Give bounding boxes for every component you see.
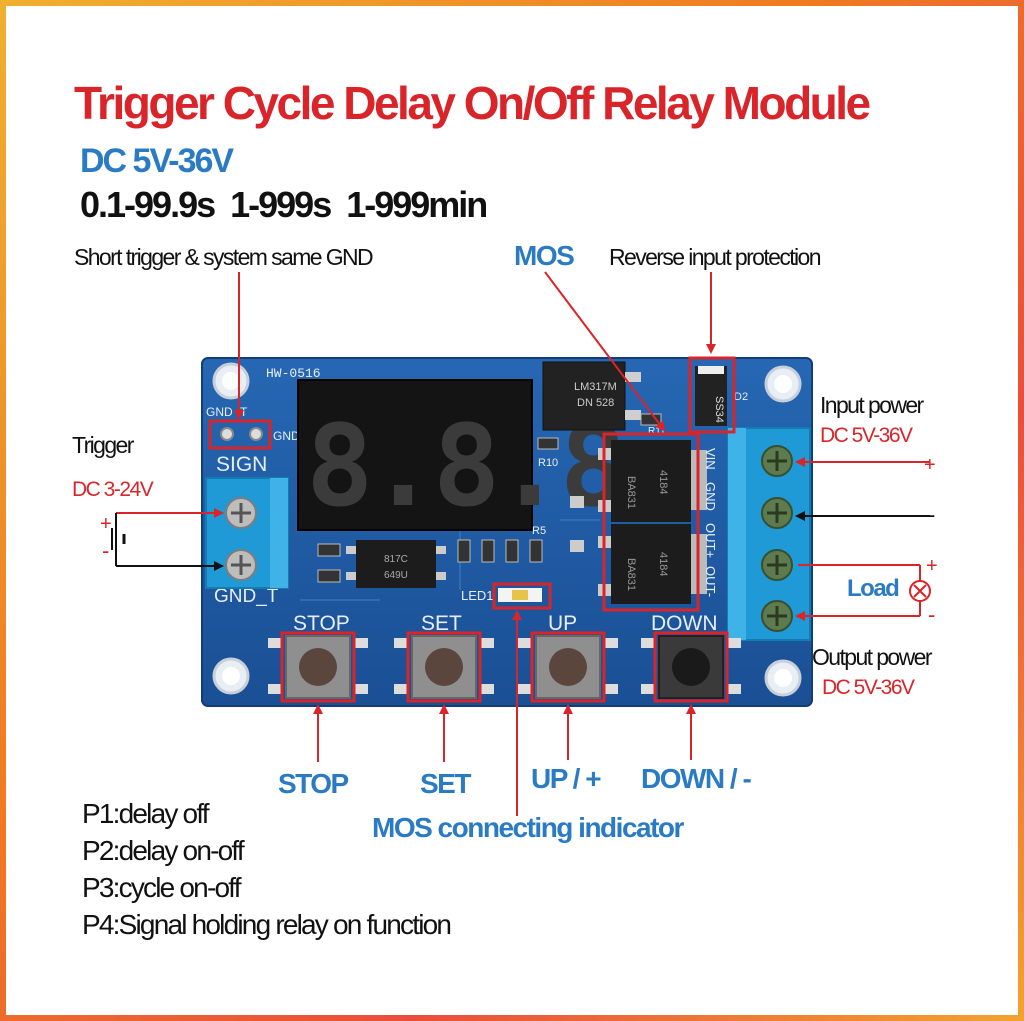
trigger-terminal-block [205,477,289,589]
screw-gnd [761,497,793,529]
silk-vin: VIN [703,448,718,470]
trigger-label: Trigger [72,432,134,458]
trigger-plus-mark: + [100,513,112,535]
silk-r5: R5 [532,525,546,537]
ss34-diode: SS34 D2 [695,366,748,426]
opto-label: 817C [384,554,408,565]
stop-highlight [280,631,356,703]
silk-up: UP [548,612,577,635]
mos1-code: 4184 [657,470,669,494]
down-button[interactable] [641,635,741,699]
led-highlight [492,582,552,610]
mos1-part: BA831 [625,476,637,509]
set-button[interactable] [394,635,494,699]
stop-button[interactable] [268,635,368,699]
trigger-voltage: DC 3-24V [72,478,154,501]
mosfets: BA831 4184 BA831 4184 [598,440,707,604]
mode-p4: P4:Signal holding relay on function [82,909,452,940]
annotation-arrows [116,271,930,816]
output-power-label: Output power [812,644,932,670]
reverse-protection-label: Reverse input protection [609,244,822,270]
mos-label: MOS [514,240,575,271]
silk-down: DOWN [651,612,718,635]
down-callout: DOWN / - [641,763,752,794]
load-symbol [909,580,931,602]
silk-gnd-t: GND_T [214,586,279,607]
regulator-code: DN 528 [577,397,614,409]
silk-t: T [240,405,248,419]
highlight-boxes [208,356,736,703]
silk-r10: R10 [538,457,558,469]
load-label: Load [847,575,900,602]
up-highlight [530,631,606,703]
time-ranges: 0.1-99.9s 1-999s 1-999min [80,184,488,225]
up-button[interactable] [518,635,618,699]
silk-gnd: GND [206,405,233,419]
page-title: Trigger Cycle Delay On/Off Relay Module [74,77,871,129]
silk-sign: SIGN [216,453,267,476]
mos2-part: BA831 [625,558,637,591]
trigger-pins-highlight [208,419,272,450]
input-power-voltage: DC 5V-36V [820,424,913,447]
mode-p1: P1:delay off [82,798,210,829]
output-plus-mark: + [926,555,938,577]
lm317-regulator: LM317M DN 528 [542,361,641,431]
silk-outp: OUT+ [703,523,718,558]
diode-highlight [688,356,736,434]
short-trigger-label: Short trigger & system same GND [74,244,374,270]
trigger-pin-header [220,427,263,441]
silk-set: SET [421,612,462,635]
power-terminal-block [727,427,811,641]
mos-arrow [544,271,666,432]
input-power-label: Input power [820,392,924,418]
silk-gnd-right: GND [273,429,300,443]
set-callout: SET [420,768,471,799]
screw-vin [761,445,793,477]
silk-d2: D2 [734,391,748,403]
board-model: HW-0516 [266,366,321,381]
silk-led1: LED1 [461,588,494,603]
screw-out-plus [761,549,793,581]
trigger-minus-mark: - [102,538,109,563]
up-callout: UP / + [531,763,602,794]
set-highlight [406,631,482,703]
input-plus-mark: + [924,454,936,476]
terminal-silk-labels: VIN GND OUT+ OUT- [703,448,718,597]
mos2-code: 4184 [657,552,669,576]
down-highlight [653,631,729,703]
regulator-label: LM317M [574,381,617,393]
silk-term-gnd: GND [703,482,718,511]
screw-out-minus [761,600,793,632]
stop-callout: STOP [278,768,349,799]
mode-p3: P3:cycle on-off [82,872,241,903]
optocoupler: 817C 649U [346,540,446,588]
black-wires [111,511,930,571]
mos-indicator-label: MOS connecting indicator [372,812,684,843]
output-power-voltage: DC 5V-36V [822,676,915,699]
voltage-range: DC 5V-36V [80,142,234,180]
screw-gnd-t [225,549,257,581]
diode-label: SS34 [713,396,725,423]
mode-p2: P2:delay on-off [82,835,245,866]
screw-sign [225,497,257,529]
led1: LED1 [461,588,542,603]
output-minus-mark: - [928,602,935,627]
silk-outm: OUT- [703,566,718,597]
silk-stop: STOP [293,612,350,635]
opto-code: 649U [384,570,408,581]
input-minus-mark: - [928,502,935,527]
mos-highlight [602,432,700,612]
mounting-holes [212,362,802,697]
